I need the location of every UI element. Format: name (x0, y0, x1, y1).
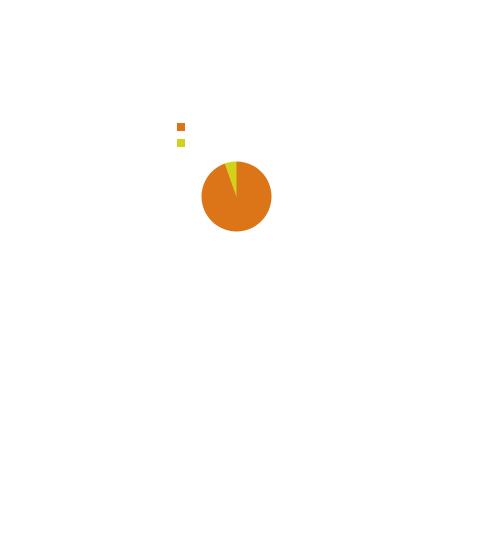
pie-slice-2 (224, 161, 237, 197)
legend (177, 123, 185, 147)
legend-swatch-1 (177, 123, 185, 131)
pie-plot-area (201, 161, 272, 232)
legend-swatch-2 (177, 139, 185, 147)
pie-slice-1 (201, 161, 272, 232)
